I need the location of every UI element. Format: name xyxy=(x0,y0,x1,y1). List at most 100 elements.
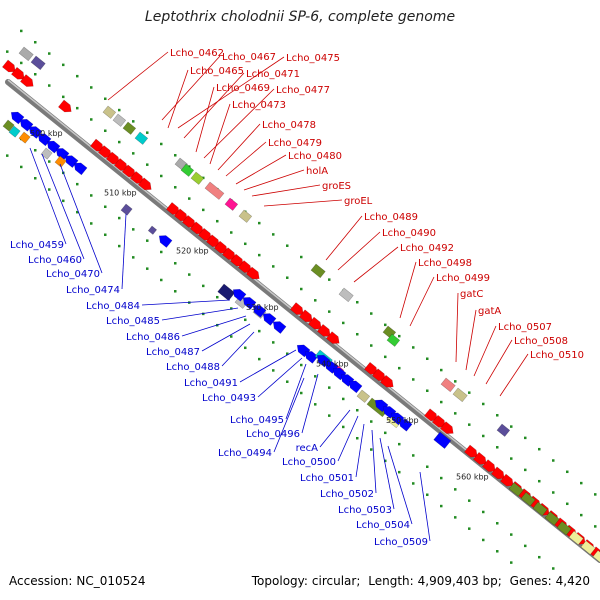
tick-dot xyxy=(384,323,387,327)
tick-dot xyxy=(20,61,23,65)
forward-gene-label[interactable]: Lcho_0480 xyxy=(288,151,342,162)
leader-line xyxy=(399,261,417,319)
forward-gene-label[interactable]: Lcho_0477 xyxy=(276,85,330,96)
forward-gene-label[interactable]: Lcho_0479 xyxy=(268,138,322,149)
forward-gene-label[interactable]: Lcho_0507 xyxy=(498,322,552,333)
reverse-gene-label[interactable]: Lcho_0474 xyxy=(66,285,120,296)
accession-value: NC_010524 xyxy=(76,574,146,588)
forward-gene-arrow xyxy=(439,421,454,434)
forward-gene-arrow xyxy=(57,99,72,113)
tick-dot xyxy=(342,321,345,325)
reverse-gene-label[interactable]: Lcho_0459 xyxy=(10,240,64,251)
forward-gene-label[interactable]: Lcho_0490 xyxy=(382,228,436,239)
gene-box xyxy=(204,181,225,200)
scale-label: 500 kbp xyxy=(30,129,63,138)
accession-label: Accession: xyxy=(9,574,73,588)
tick-dot xyxy=(314,299,317,302)
leader-line xyxy=(251,184,321,197)
tick-dot xyxy=(20,29,23,33)
forward-gene-label[interactable]: Lcho_0467 xyxy=(222,52,276,63)
accession-line: Accession:NC_010524 xyxy=(9,574,146,588)
tick-dot xyxy=(454,412,457,415)
tick-dot xyxy=(566,470,569,474)
reverse-gene-label[interactable]: Lcho_0486 xyxy=(126,332,180,343)
leader-line xyxy=(337,231,381,271)
forward-gene-label[interactable]: groEL xyxy=(344,196,373,207)
forward-gene-label[interactable]: Lcho_0478 xyxy=(262,120,316,131)
tick-dot xyxy=(580,513,583,517)
tick-dot xyxy=(300,391,303,395)
reverse-gene-label[interactable]: Lcho_0460 xyxy=(28,255,82,266)
reverse-gene-label[interactable]: Lcho_0493 xyxy=(202,393,256,404)
forward-gene-label[interactable]: Lcho_0475 xyxy=(286,53,340,64)
forward-gene-label[interactable]: Lcho_0510 xyxy=(530,350,584,361)
tick-dot xyxy=(538,479,541,483)
reverse-gene-label[interactable]: Lcho_0495 xyxy=(230,415,284,426)
forward-gene-label[interactable]: gatC xyxy=(460,289,483,300)
reverse-gene-label[interactable]: Lcho_0500 xyxy=(282,457,336,468)
topology-value: circular xyxy=(311,574,357,588)
leader-line xyxy=(167,69,189,129)
reverse-gene-label[interactable]: Lcho_0509 xyxy=(374,537,428,548)
tick-dot xyxy=(356,332,359,336)
forward-gene-arrow xyxy=(245,266,260,280)
reverse-gene-label[interactable]: Lcho_0470 xyxy=(46,269,100,280)
tick-dot xyxy=(62,63,65,67)
forward-gene-label[interactable]: Lcho_0473 xyxy=(232,100,286,111)
gene-box xyxy=(224,197,239,211)
leader-line xyxy=(285,363,307,420)
forward-gene-label[interactable]: Lcho_0508 xyxy=(514,336,568,347)
reverse-gene-label[interactable]: Lcho_0504 xyxy=(356,520,410,531)
leader-line xyxy=(161,55,221,121)
reverse-gene-label[interactable]: Lcho_0484 xyxy=(86,301,140,312)
tick-dot xyxy=(412,346,415,349)
tick-dot xyxy=(76,106,79,110)
forward-gene-label[interactable]: Lcho_0465 xyxy=(190,66,244,77)
forward-gene-label[interactable]: Lcho_0499 xyxy=(436,273,490,284)
reverse-gene-label[interactable]: recA xyxy=(296,443,319,454)
scale-label: 530 kbp xyxy=(246,303,279,312)
forward-gene-label[interactable]: Lcho_0489 xyxy=(364,212,418,223)
reverse-gene-label[interactable]: Lcho_0491 xyxy=(184,378,238,389)
tick-dot xyxy=(34,176,37,180)
tick-dot xyxy=(384,459,387,463)
tick-dot xyxy=(202,208,205,212)
tick-dot xyxy=(62,199,65,203)
leader-line xyxy=(301,373,319,434)
forward-gene-label[interactable]: gatA xyxy=(478,306,501,317)
reverse-gene-label[interactable]: Lcho_0488 xyxy=(166,362,220,373)
length-label: Length: xyxy=(368,574,414,588)
forward-gene-label[interactable]: Lcho_0471 xyxy=(246,69,300,80)
tick-dot xyxy=(34,40,37,44)
summary-line: Topology:circular; Length:4,909,403 bp; … xyxy=(251,574,590,588)
tick-dot xyxy=(132,120,135,123)
tick-dot xyxy=(20,165,23,169)
reverse-gene-label[interactable]: Lcho_0496 xyxy=(246,429,300,440)
tick-dot xyxy=(496,522,499,525)
tick-dot xyxy=(188,273,191,276)
reverse-gene-arrow xyxy=(158,235,173,248)
tick-dot xyxy=(412,482,415,485)
reverse-gene-label[interactable]: Lcho_0485 xyxy=(106,316,160,327)
reverse-gene-arrow xyxy=(304,351,319,364)
tick-dot xyxy=(216,219,219,223)
forward-gene-label[interactable]: Lcho_0492 xyxy=(400,243,454,254)
tick-dot xyxy=(244,318,247,322)
forward-gene-label[interactable]: Lcho_0469 xyxy=(216,83,270,94)
tick-dot xyxy=(468,423,471,426)
forward-gene-label[interactable]: Lcho_0462 xyxy=(170,48,224,59)
reverse-gene-label[interactable]: Lcho_0487 xyxy=(146,347,200,358)
tick-dot xyxy=(76,74,79,78)
reverse-gene-label[interactable]: Lcho_0501 xyxy=(300,473,354,484)
forward-gene-label[interactable]: Lcho_0498 xyxy=(418,258,472,269)
reverse-gene-label[interactable]: Lcho_0503 xyxy=(338,505,392,516)
reverse-gene-arrow xyxy=(73,162,88,176)
reverse-gene-label[interactable]: Lcho_0494 xyxy=(218,448,272,459)
forward-gene-arrow xyxy=(325,331,340,344)
forward-gene-label[interactable]: groES xyxy=(322,181,351,192)
leader-line xyxy=(473,325,497,377)
tick-dot xyxy=(48,84,51,87)
forward-gene-label[interactable]: holA xyxy=(306,166,328,177)
reverse-gene-label[interactable]: Lcho_0502 xyxy=(320,489,374,500)
tick-dot xyxy=(272,369,275,372)
